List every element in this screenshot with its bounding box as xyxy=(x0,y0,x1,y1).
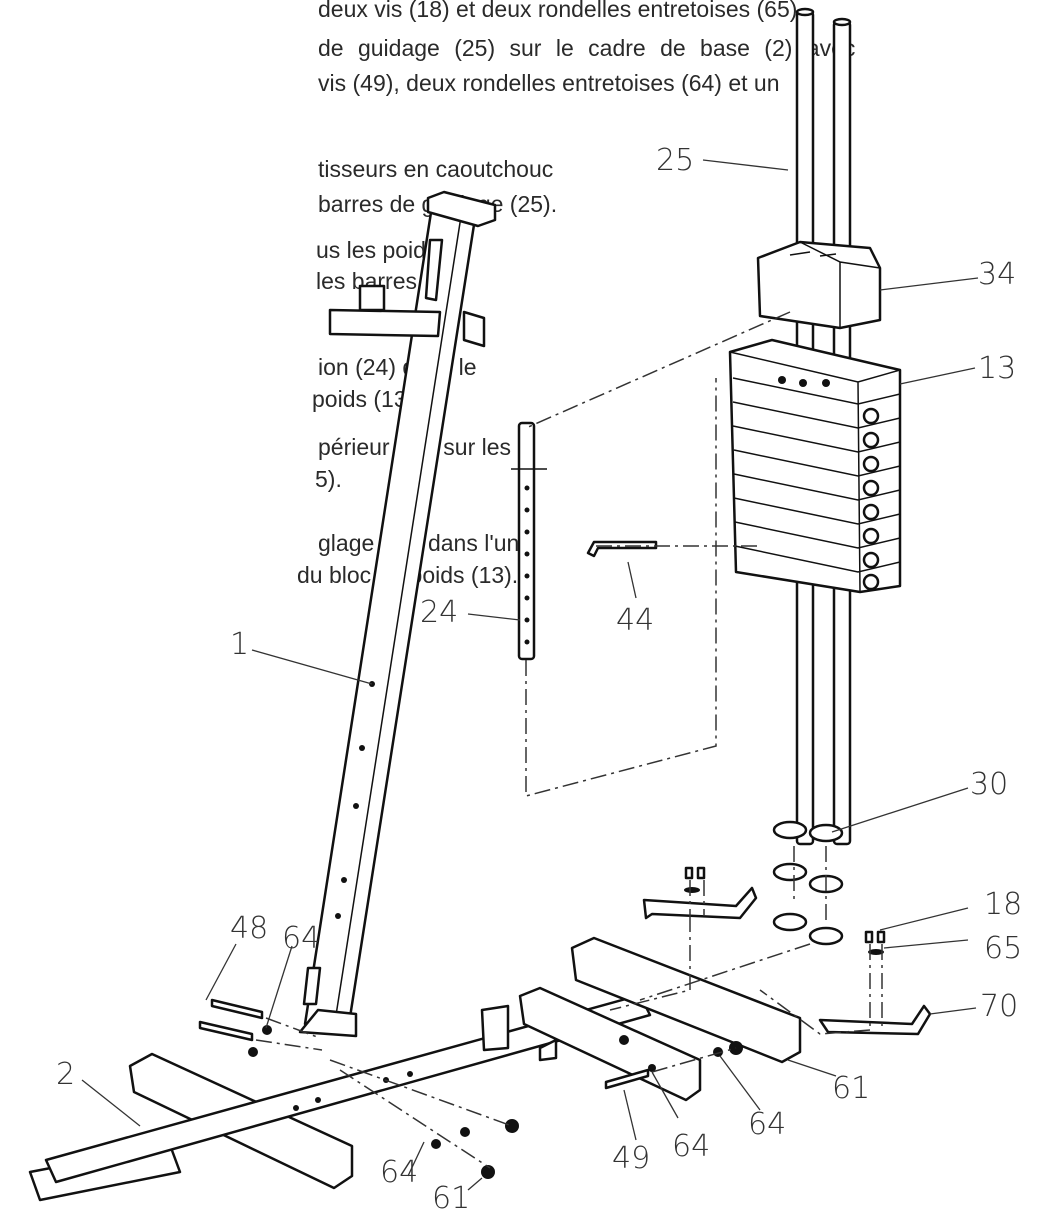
adjustment-pin-part xyxy=(586,540,658,558)
part-labels: 25 34 13 24 44 1 30 18 65 70 48 64 2 61 … xyxy=(56,143,1022,1210)
label-61: 61 xyxy=(832,1071,870,1106)
label-65: 65 xyxy=(984,931,1022,966)
upright-frame-part xyxy=(298,190,497,1038)
label-48: 48 xyxy=(230,911,268,946)
label-30: 30 xyxy=(970,767,1008,802)
label-64: 64 xyxy=(282,921,320,956)
weight-stack-part xyxy=(728,338,902,594)
label-64: 64 xyxy=(672,1129,710,1164)
instruction-line: de guidage (25) sur le cadre de base (2)… xyxy=(318,35,856,61)
label-34: 34 xyxy=(978,257,1016,292)
label-64: 64 xyxy=(380,1155,418,1190)
selector-rod-part xyxy=(511,421,547,661)
leader-lines xyxy=(81,159,979,1191)
instruction-line: tisseurs en caoutchouc xyxy=(318,156,554,182)
label-2: 2 xyxy=(56,1057,75,1092)
base-frame-part xyxy=(28,936,802,1202)
assembly-paths xyxy=(255,311,883,1169)
label-44: 44 xyxy=(616,603,654,638)
top-cap-part xyxy=(756,240,882,330)
instruction-line: vis (49), deux rondelles entretoises (64… xyxy=(318,70,780,96)
label-25: 25 xyxy=(656,143,694,178)
instruction-line: deux vis (18) et deux rondelles entretoi… xyxy=(318,0,804,22)
label-24: 24 xyxy=(420,595,458,630)
label-1: 1 xyxy=(230,627,249,662)
label-13: 13 xyxy=(978,351,1016,386)
label-64: 64 xyxy=(748,1107,786,1142)
label-70: 70 xyxy=(980,989,1018,1024)
label-18: 18 xyxy=(984,887,1022,922)
instruction-line: 5). xyxy=(315,466,342,492)
label-49: 49 xyxy=(612,1141,650,1176)
label-61: 61 xyxy=(432,1181,470,1210)
